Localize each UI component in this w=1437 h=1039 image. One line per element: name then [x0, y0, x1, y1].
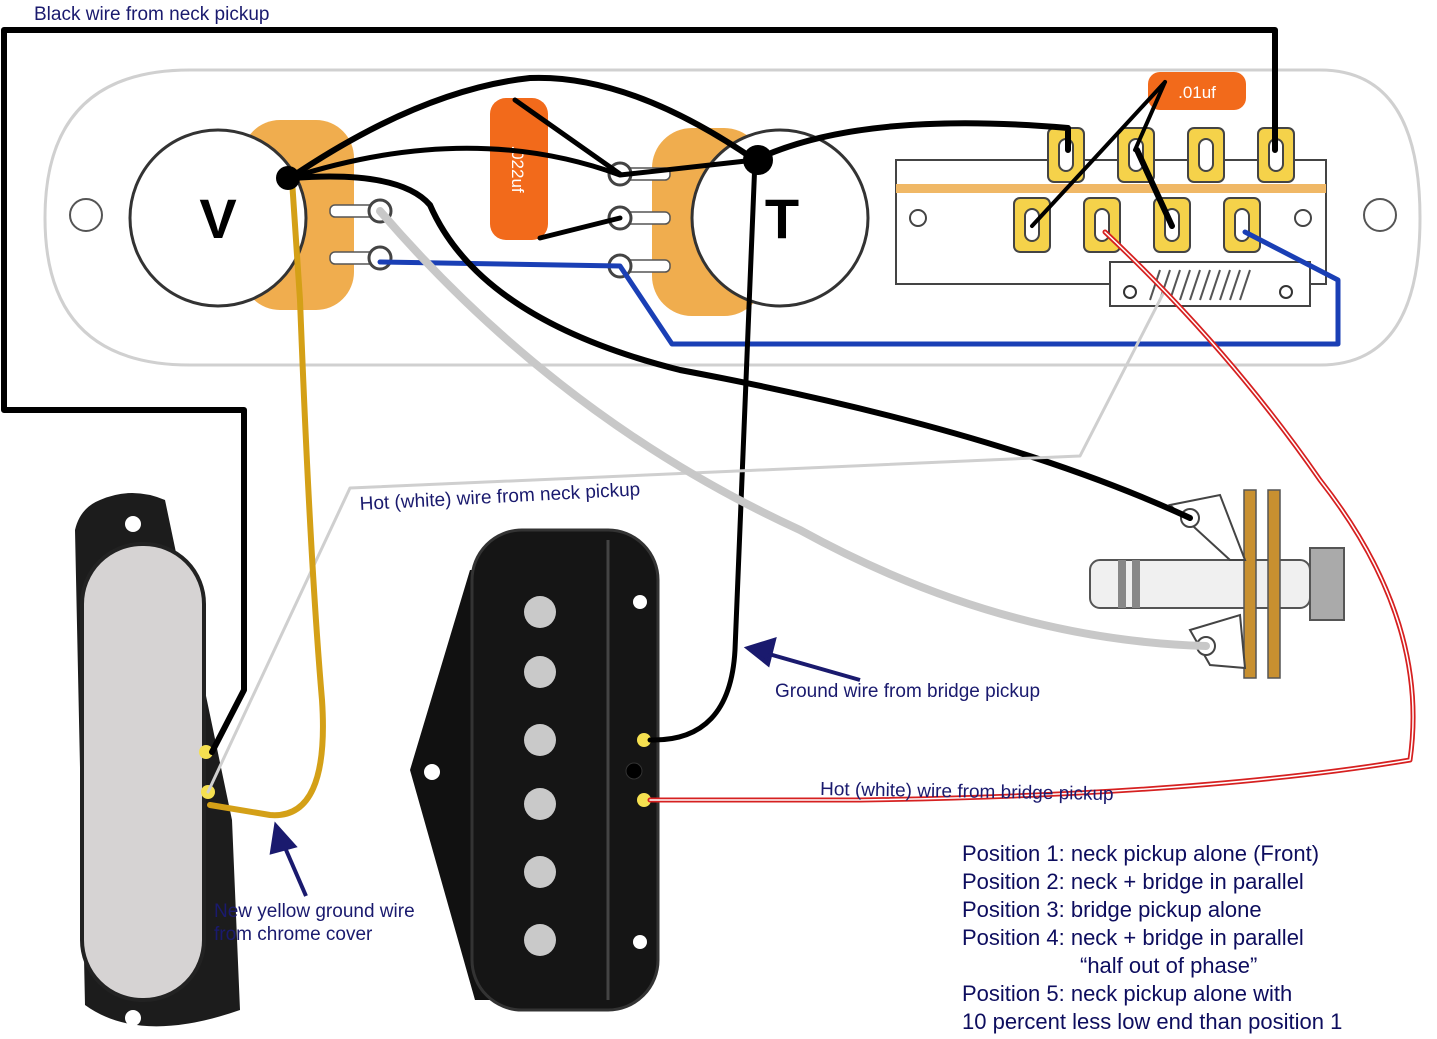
label-yellow-ground-2: from chrome cover — [214, 924, 373, 945]
jack-tip-lug — [1167, 493, 1247, 561]
bridge-pickup-terminal-2 — [637, 793, 651, 807]
bridge-pickup-terminal-1 — [637, 733, 651, 747]
switch-strip — [896, 184, 1326, 193]
plate-screw-right — [1363, 198, 1397, 232]
switch-capacitor-label: .01uf — [1178, 83, 1216, 102]
position-line-6: Position 5: neck pickup alone with — [962, 981, 1292, 1006]
five-way-switch — [895, 127, 1327, 307]
blue-ground-wire — [377, 229, 1341, 347]
black-wire-jack-tip — [289, 173, 1193, 521]
neck-pickup-terminal-1 — [199, 745, 213, 759]
tone-knob-label: T — [765, 187, 799, 250]
annotation-arrows — [269, 637, 861, 897]
tone-pot: T — [607, 128, 870, 316]
position-line-5: “half out of phase” — [1080, 953, 1257, 978]
bridge-pickup — [410, 528, 660, 1012]
position-line-3: Position 3: bridge pickup alone — [962, 897, 1262, 922]
black-wire-bridge-ground — [647, 157, 758, 743]
black-wire-neck — [1, 27, 1278, 755]
black-ground-arc-2 — [287, 145, 758, 181]
tone-capacitor-label: .022uf — [508, 145, 527, 193]
volume-knob-label: V — [199, 187, 236, 250]
grey-wire-jack-sleeve — [376, 207, 1210, 650]
label-black-wire-neck: Black wire from neck pickup — [34, 4, 269, 25]
volume-knob — [128, 128, 308, 308]
ground-bridge-arrow — [761, 650, 861, 682]
output-jack — [1089, 489, 1345, 679]
tone-capacitor: .022uf — [490, 98, 548, 240]
yellow-ground-wire — [207, 177, 326, 819]
position-line-2: Position 2: neck + bridge in parallel — [962, 869, 1304, 894]
label-hot-white-bridge: Hot (white) wire from bridge pickup — [820, 779, 1114, 805]
position-line-1: Position 1: neck pickup alone (Front) — [962, 841, 1319, 866]
neck-pickup — [75, 493, 240, 1027]
volume-lug-2 — [367, 245, 393, 271]
wires — [1, 27, 1416, 819]
label-yellow-ground-1: New yellow ground wire — [214, 901, 415, 922]
tone-knob — [690, 128, 870, 308]
position-line-7: 10 percent less low end than position 1 — [962, 1009, 1342, 1034]
switch-capacitor: .01uf — [1148, 72, 1246, 110]
white-wire-neck-hot — [206, 288, 1167, 794]
black-ground-arc — [287, 74, 1071, 181]
switch-positions-legend: Position 1: neck pickup alone (Front) Po… — [962, 841, 1342, 1034]
volume-pot: V — [128, 120, 393, 310]
label-ground-bridge: Ground wire from bridge pickup — [775, 681, 1040, 702]
position-line-4: Position 4: neck + bridge in parallel — [962, 925, 1304, 950]
plate-screw-left — [69, 198, 103, 232]
neck-pickup-cover — [80, 542, 206, 1002]
